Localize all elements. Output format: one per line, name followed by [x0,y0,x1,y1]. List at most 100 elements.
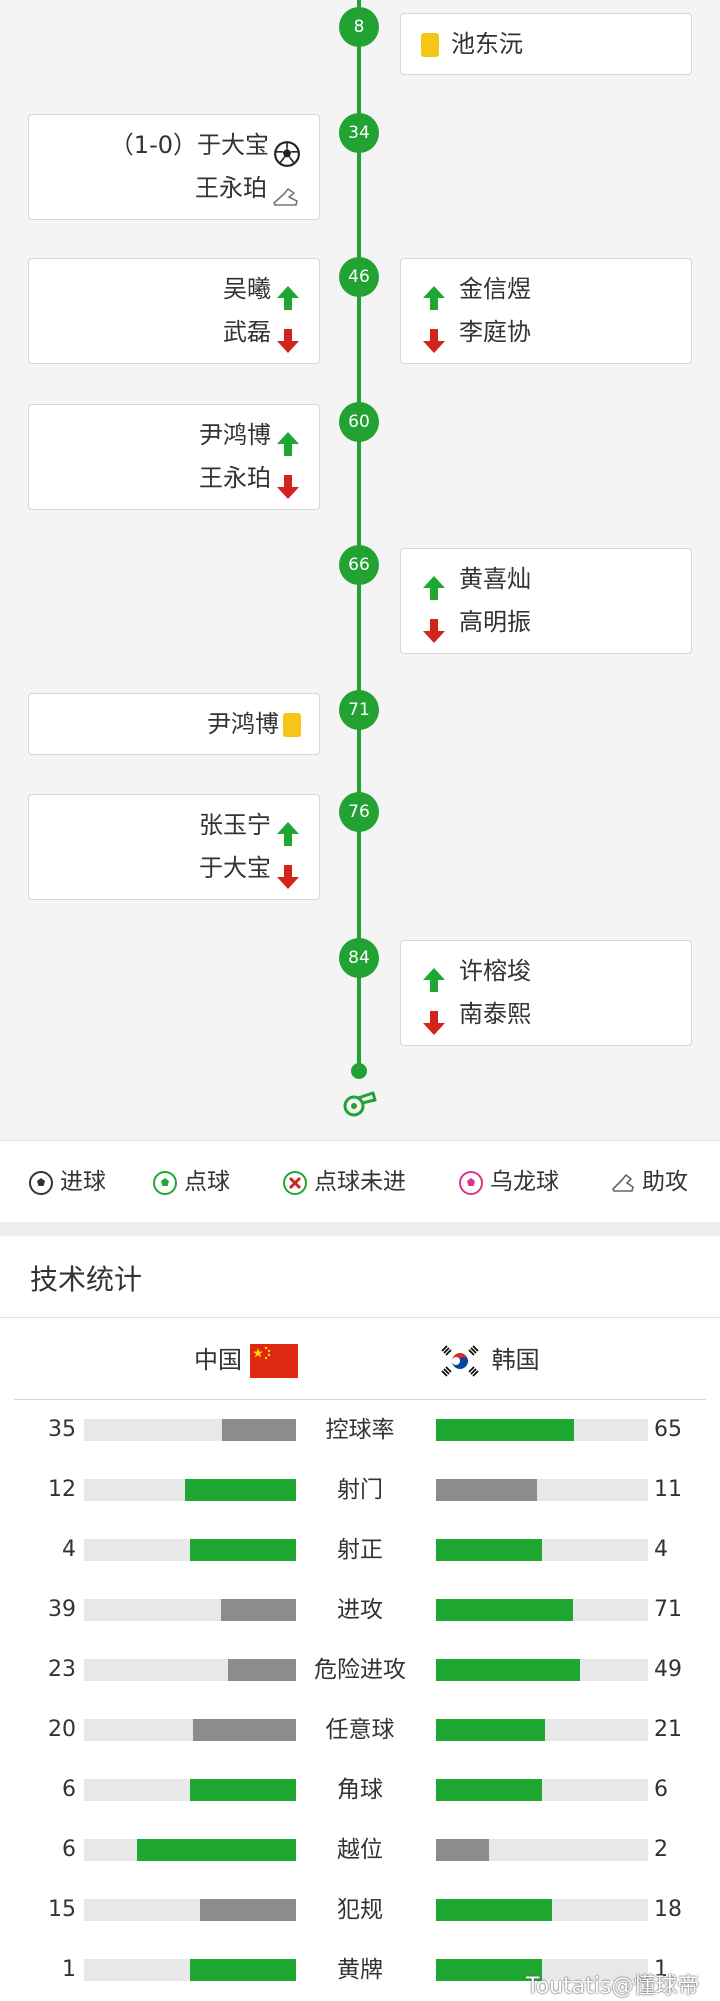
legend-own-goal: 乌龙球 [458,1165,559,1199]
sub-out-arrow-icon [275,465,301,499]
away-stat-bar [436,1479,648,1501]
player-name: （1-0）于大宝 [109,131,269,159]
home-stat-bar [84,1839,296,1861]
stat-label: 射门 [337,1477,383,1503]
event-card-right: 金信煜李庭协 [400,258,692,364]
stat-label: 越位 [337,1837,383,1863]
assist-icon [612,1173,634,1192]
event-row: 高明振 [421,601,531,643]
home-stat-fill [185,1479,296,1501]
player-name: 武磊 [223,318,271,346]
home-stat-value: 4 [62,1537,76,1562]
event-row: 张玉宁 [199,804,301,846]
away-stat-fill [436,1839,489,1861]
home-stat-value: 6 [62,1837,76,1862]
stat-label: 控球率 [325,1417,395,1443]
event-card-left: 吴曦武磊 [28,258,320,364]
event-legend: 进球 点球 点球未进 乌龙球 助攻 [0,1140,720,1222]
korea-flag-icon [436,1344,484,1378]
china-flag-icon [249,1344,298,1378]
event-row: 池东沅 [421,23,523,65]
minute-marker: 8 [339,7,379,47]
sub-in-arrow-icon [421,958,447,992]
yellow-card-icon [283,713,301,737]
home-stat-value: 1 [62,1957,76,1982]
stat-label: 黄牌 [337,1957,383,1983]
event-row: 许榕埈 [421,950,531,992]
player-name: 高明振 [459,608,531,636]
player-name: 王永珀 [199,464,271,492]
home-stat-value: 35 [48,1417,76,1442]
away-stat-bar [436,1779,648,1801]
event-row: 金信煜 [421,268,531,310]
event-card-left: 尹鸿博王永珀 [28,404,320,510]
penalty-missed-icon [283,1170,307,1195]
home-stat-bar [84,1479,296,1501]
player-name: 尹鸿博 [199,421,271,449]
away-stat-fill [436,1719,545,1741]
event-row: 王永珀 [195,167,301,209]
event-row: 尹鸿博 [207,703,301,745]
sub-out-arrow-icon [421,319,447,353]
away-stat-value: 2 [654,1837,668,1862]
event-card-right: 池东沅 [400,13,692,75]
home-team-name: 中国 [194,1346,242,1374]
legend-assist: 助攻 [610,1165,688,1199]
event-card-left: 张玉宁于大宝 [28,794,320,900]
home-stat-value: 15 [48,1897,76,1922]
penalty-icon [153,1170,177,1195]
away-stat-value: 6 [654,1777,668,1802]
minute-marker: 34 [339,113,379,153]
home-stat-value: 23 [48,1657,76,1682]
event-row: 武磊 [223,311,301,353]
away-stat-bar [436,1599,648,1621]
away-stat-fill [436,1539,542,1561]
event-row: （1-0）于大宝 [109,124,301,167]
away-stat-bar [436,1719,648,1741]
away-stat-fill [436,1479,537,1501]
player-name: 南泰熙 [459,1000,531,1028]
home-stat-fill [222,1419,296,1441]
away-stat-value: 21 [654,1717,682,1742]
away-stat-bar [436,1659,648,1681]
home-stat-bar [84,1659,296,1681]
home-stat-value: 6 [62,1777,76,1802]
minute-marker: 60 [339,402,379,442]
team-row: 中国 韩国 [0,1318,720,1402]
event-row: 黄喜灿 [421,558,531,600]
goal-icon [273,132,301,167]
home-stat-value: 39 [48,1597,76,1622]
team-divider [14,1399,706,1400]
home-stat-bar [84,1419,296,1441]
away-stat-value: 71 [654,1597,682,1622]
away-stat-fill [436,1659,580,1681]
home-team: 中国 [194,1340,298,1380]
minute-marker: 46 [339,257,379,297]
yellow-card-icon [421,33,439,57]
stat-label: 犯规 [337,1897,383,1923]
sub-out-arrow-icon [275,855,301,889]
away-stat-value: 4 [654,1537,668,1562]
away-stat-bar [436,1539,648,1561]
event-row: 吴曦 [223,268,301,310]
home-stat-fill [200,1899,296,1921]
home-stat-bar [84,1719,296,1741]
stat-row: 20 任意球 21 [0,1700,720,1760]
event-card-left: （1-0）于大宝王永珀 [28,114,320,220]
sub-in-arrow-icon [421,276,447,310]
away-stat-value: 65 [654,1417,682,1442]
watermark: Toutatis@懂球帝 [526,1974,700,1999]
away-stat-value: 1 [654,1957,668,1982]
home-stat-fill [137,1839,296,1861]
stat-label: 任意球 [325,1717,395,1743]
timeline-end-dot [351,1063,367,1079]
player-name: 王永珀 [195,174,267,202]
home-stat-value: 20 [48,1717,76,1742]
stat-row: 6 越位 2 [0,1820,720,1880]
sub-out-arrow-icon [421,609,447,643]
away-team: 韩国 [436,1340,540,1380]
